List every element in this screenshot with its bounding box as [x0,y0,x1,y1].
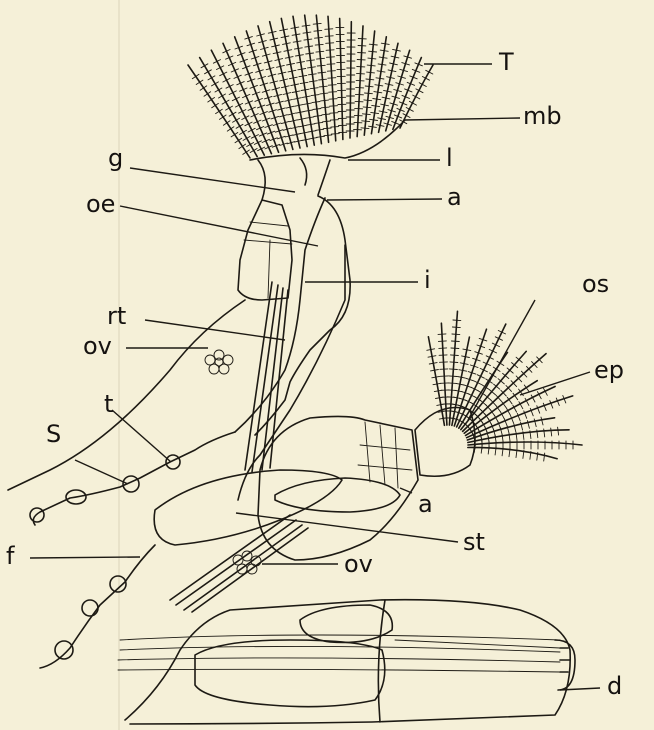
retracted-zooid-middle [195,640,385,707]
tentacle-upper-cilia [201,64,257,153]
tentacle-upper-cilia [213,60,264,151]
tentacle-upper [357,26,363,137]
label-d: d [607,672,622,700]
label-st: st [463,528,485,556]
label-rt: rt [107,302,126,330]
label-S: S [46,420,61,448]
label-t: t [104,390,113,418]
tentacle-lower [468,430,569,443]
label-l: l [446,144,453,172]
pharynx-bands-upper [244,222,292,298]
tentacle-lower [466,387,556,436]
retracted-zooid-upper [300,605,392,643]
pharynx-upper [238,200,292,300]
label-mb: mb [523,102,562,130]
zooid-lower-bands [358,422,412,488]
intestine-upper [255,196,350,435]
retracted-zooid-fibres [118,635,560,672]
label-T: T [498,48,514,76]
tentacle-upper [340,18,343,139]
ovary-upper [205,350,233,374]
label-a-upper: a [447,183,462,211]
retracted-zooid-outer [125,600,570,724]
stomach-lower [275,478,400,512]
tentacle-crown-upper [188,15,433,158]
tentacle-crown-lower [427,311,582,461]
label-a-lower: a [418,490,433,518]
zooid-wall-left-upper [8,300,245,490]
label-ep: ep [594,356,624,384]
label-os: os [582,270,609,298]
funiculus-upper [33,432,235,525]
zooid-wall-right-upper [238,245,345,500]
label-ov-upper: ov [83,332,112,360]
label-ov-lower: ov [344,550,373,578]
label-g: g [108,144,123,172]
label-f: f [6,542,15,570]
tentacle-upper-cilia [302,25,324,137]
label-i: i [424,266,431,294]
mouth-region-upper [258,158,330,200]
tentacle-upper [350,22,351,138]
tentacle-lower [468,442,582,445]
label-oe: oe [86,190,115,218]
